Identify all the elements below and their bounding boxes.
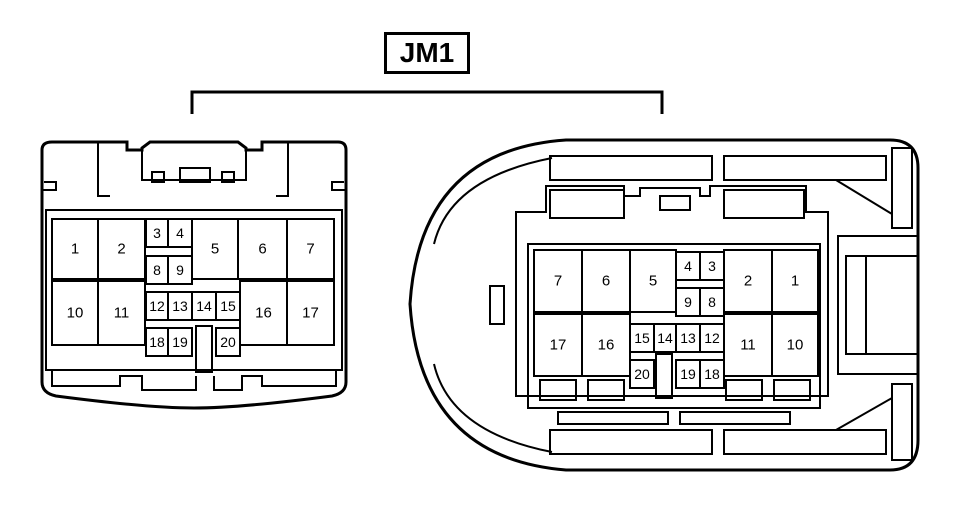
- left-pin-label: 3: [153, 225, 161, 241]
- right-cavity-4: [675, 251, 701, 281]
- right-pin-label: 7: [554, 273, 562, 290]
- right-cavity-5: [629, 249, 677, 313]
- left-pin-label: 7: [306, 241, 314, 258]
- right-pin-label: 4: [684, 258, 692, 274]
- left-cavity-6: [237, 218, 288, 280]
- left-pin-label: 4: [176, 225, 184, 241]
- right-cavity-13: [675, 323, 701, 353]
- left-pin-label: 9: [176, 262, 184, 278]
- left-cavity-20: [215, 327, 241, 357]
- right-pin-label: 16: [598, 337, 615, 354]
- left-cavity-2: [97, 218, 146, 280]
- left-pin-label: 19: [172, 334, 188, 350]
- left-key-slot: [195, 325, 213, 373]
- left-cavity-9: [167, 255, 193, 285]
- left-pin-label: 15: [220, 298, 236, 314]
- connector-title: JM1: [399, 37, 455, 68]
- left-cavity-17: [286, 280, 335, 346]
- right-pin-label: 12: [704, 330, 720, 346]
- right-cavity-8: [699, 287, 725, 317]
- right-pin-label: 8: [708, 294, 716, 310]
- right-pin-label: 1: [791, 273, 799, 290]
- right-cavity-3: [699, 251, 725, 281]
- left-pin-label: 2: [117, 241, 125, 258]
- left-pin-label: 17: [302, 305, 319, 322]
- left-cavity-19: [167, 327, 193, 357]
- title-bracket: [190, 90, 664, 114]
- left-pin-label: 20: [220, 334, 236, 350]
- right-pin-label: 2: [744, 273, 752, 290]
- left-connector: [40, 140, 348, 410]
- right-pin-label: 5: [649, 273, 657, 290]
- left-pin-label: 6: [258, 241, 266, 258]
- right-pin-label: 19: [680, 366, 696, 382]
- right-pin-label: 14: [657, 330, 673, 346]
- right-cavity-1: [771, 249, 819, 313]
- left-cavity-16: [239, 280, 288, 346]
- right-cavity-20: [629, 359, 655, 389]
- right-pin-label: 10: [787, 337, 804, 354]
- right-cavity-10: [771, 313, 819, 377]
- right-pin-label: 18: [704, 366, 720, 382]
- left-cavity-4: [167, 218, 193, 248]
- left-pin-label: 16: [255, 305, 272, 322]
- left-pin-label: 18: [149, 334, 165, 350]
- left-pin-label: 13: [172, 298, 188, 314]
- left-cavity-7: [286, 218, 335, 280]
- left-pin-label: 8: [153, 262, 161, 278]
- left-cavity-14: [191, 291, 217, 321]
- left-pin-label: 12: [149, 298, 165, 314]
- right-pin-label: 3: [708, 258, 716, 274]
- right-cavity-18: [699, 359, 725, 389]
- right-pin-label: 11: [740, 337, 756, 354]
- right-pin-label: 17: [550, 337, 567, 354]
- right-cavity-12: [699, 323, 725, 353]
- left-pin-label: 5: [211, 241, 219, 258]
- right-pin-label: 9: [684, 294, 692, 310]
- right-pin-label: 6: [602, 273, 610, 290]
- left-pin-label: 1: [71, 241, 79, 258]
- right-connector: [408, 138, 920, 472]
- right-pin-label: 13: [680, 330, 696, 346]
- left-cavity-5: [191, 218, 239, 280]
- right-key-slot: [655, 353, 673, 399]
- right-cavity-2: [723, 249, 773, 313]
- right-pin-label: 20: [634, 366, 650, 382]
- right-cavity-7: [533, 249, 583, 313]
- left-cavity-10: [51, 280, 99, 346]
- left-cavity-1: [51, 218, 99, 280]
- right-pin-label: 15: [634, 330, 650, 346]
- left-pin-label: 14: [196, 298, 212, 314]
- left-pin-label: 10: [67, 305, 84, 322]
- left-pin-label: 11: [114, 305, 130, 322]
- connector-title-box: JM1: [384, 32, 470, 74]
